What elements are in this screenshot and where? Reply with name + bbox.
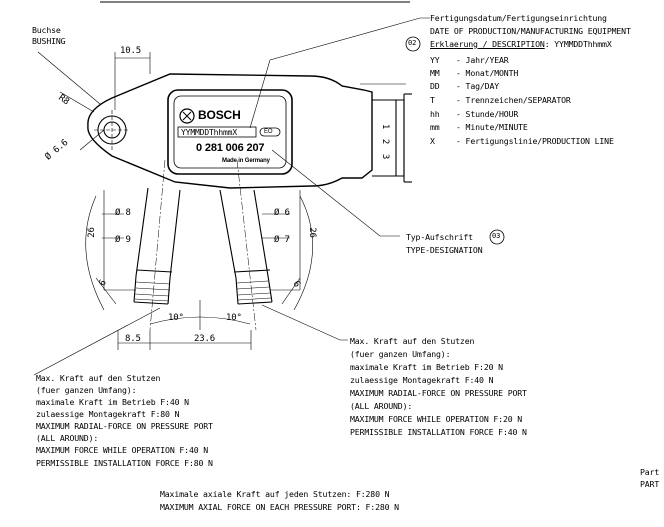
dim-offset: 8.5: [125, 334, 141, 344]
legend-code-mm: MM: [430, 68, 440, 78]
force-left-line: maximale Kraft im Betrieb F:40 N: [36, 397, 189, 407]
force-right-line: (ALL AROUND):: [350, 401, 413, 411]
type-note-en: TYPE-DESIGNATION: [406, 245, 483, 255]
legend-desc-mm-minute: - Minute/MINUTE: [456, 122, 528, 132]
dim-width-top: 10.5: [120, 46, 142, 56]
pin-mark-1: 1: [380, 123, 391, 130]
force-left-line: (fuer ganzen Umfang):: [36, 385, 137, 395]
dim-port-right-inner: Ø 7: [274, 235, 290, 245]
legend-code-yy: YY: [430, 55, 440, 65]
axial-note-de: Maximale axiale Kraft auf jeden Stutzen:…: [160, 489, 390, 499]
force-left-line: PERMISSIBLE INSTALLATION FORCE F:80 N: [36, 458, 213, 468]
dim-length-right: 26: [306, 227, 317, 238]
port-left: [133, 187, 181, 305]
part-number: 0 281 006 207: [196, 142, 265, 154]
dim-port-right-outer: Ø 6: [274, 208, 290, 218]
legend-desc-mm: - Monat/MONTH: [456, 68, 519, 78]
force-right-line: PERMISSIBLE INSTALLATION FORCE F:40 N: [350, 427, 527, 437]
pin-mark-3: 3: [380, 153, 391, 160]
force-right-line: Max. Kraft auf den Stutzen: [350, 336, 475, 346]
date-code: YYMMDDThhmmX: [181, 128, 237, 137]
production-note-title-de: Fertigungsdatum/Fertigungseinrichtung: [430, 13, 607, 23]
type-note-marker: [489, 229, 505, 245]
legend-code-hh: hh: [430, 109, 440, 119]
type-note-de: Typ-Aufschrift: [406, 232, 473, 242]
dim-angle-left: 10°: [168, 313, 184, 323]
legend-code-dd: DD: [430, 81, 440, 91]
production-note-marker: [405, 36, 421, 52]
dim-length-left: 26: [86, 227, 97, 238]
dim-port-left-inner: Ø 9: [115, 235, 131, 245]
legend-code-x: X: [430, 136, 435, 146]
force-left-line: MAXIMUM FORCE WHILE OPERATION F:40 N: [36, 445, 209, 455]
brand-label: BOSCH: [198, 108, 241, 122]
dim-port-left-outer: Ø 8: [115, 208, 131, 218]
pin-mark-2: 2: [380, 138, 391, 145]
made-in-label: Made in Germany: [222, 158, 270, 164]
legend-desc-hh: - Stunde/HOUR: [456, 109, 519, 119]
port-right: [219, 189, 273, 305]
force-right-line: zulaessige Montagekraft F:40 N: [350, 375, 494, 385]
corner-note-en: PART: [640, 479, 660, 489]
legend-desc-x: - Fertigungslinie/PRODUCTION LINE: [456, 136, 614, 146]
force-left-line: Max. Kraft auf den Stutzen: [36, 373, 161, 383]
force-right-line: (fuer ganzen Umfang):: [350, 349, 451, 359]
production-note-title-en: DATE OF PRODUCTION/MANUFACTURING EQUIPME…: [430, 26, 631, 36]
bushing-label-de: Buchse: [32, 25, 61, 35]
label-plate: [167, 89, 293, 175]
legend-desc-dd: - Tag/DAY: [456, 81, 500, 91]
type-note-marker-text: 03: [492, 232, 501, 240]
axial-note-en: MAXIMUM AXIAL FORCE ON EACH PRESSURE POR…: [160, 502, 399, 512]
legend-desc-t: - Trennzeichen/SEPARATOR: [456, 95, 571, 105]
force-left-line: MAXIMUM RADIAL-FORCE ON PRESSURE PORT: [36, 421, 213, 431]
bosch-logo-icon: [179, 108, 195, 124]
force-left-line: (ALL AROUND):: [36, 433, 99, 443]
legend-code-mm-minute: mm: [430, 122, 440, 132]
corner-note-de: Part: [640, 467, 660, 477]
bushing-label-en: BUSHING: [32, 36, 66, 46]
dim-spacing: 23.6: [194, 334, 216, 344]
housing-outline: [87, 73, 373, 189]
description-value: : YYMMDDThhmmX: [544, 39, 612, 49]
force-right-line: maximale Kraft im Betrieb F:20 N: [350, 362, 503, 372]
legend-desc-yy: - Jahr/YEAR: [456, 55, 509, 65]
description-label: Erklaerung / DESCRIPTION: [430, 39, 545, 49]
production-note-marker-text: 02: [408, 39, 417, 47]
legend-code-t: T: [430, 95, 435, 105]
force-right-line: MAXIMUM FORCE WHILE OPERATION F:20 N: [350, 414, 523, 424]
force-right-line: MAXIMUM RADIAL-FORCE ON PRESSURE PORT: [350, 388, 527, 398]
label-badge: EO: [264, 129, 273, 135]
dim-angle-right: 10°: [226, 313, 242, 323]
force-left-line: zulaessige Montagekraft F:80 N: [36, 409, 180, 419]
